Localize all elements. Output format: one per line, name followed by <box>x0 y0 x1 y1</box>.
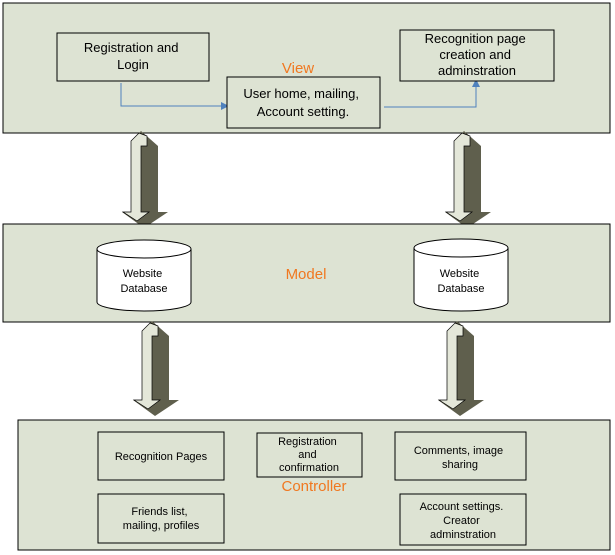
double-arrow-model-controller-left <box>132 321 179 416</box>
double-arrow-model-controller-right <box>437 321 484 416</box>
registration-confirmation-line: confirmation <box>279 462 339 474</box>
user-home-line: Account setting. <box>257 104 350 119</box>
recognition-pages-line: Recognition Pages <box>115 451 208 463</box>
double-arrow-view-model-left <box>121 131 168 228</box>
comments-image-sharing-box: Comments, image sharing <box>394 431 527 481</box>
svg-text:User home, mailing, Ac: User home, mailing, Account setting. <box>243 86 362 119</box>
comments-line: Comments, image <box>414 445 503 457</box>
svg-text:Account settings. Crea: Account settings. Creator adminstration <box>420 501 507 541</box>
svg-text:Recognition Pages: Recognition Pages <box>115 451 208 463</box>
account-settings-line: adminstration <box>430 529 496 541</box>
recognition-pages-box: Recognition Pages <box>97 431 225 481</box>
database-label-line: Database <box>120 283 167 295</box>
user-home-box: User home, mailing, Account setting. <box>226 76 381 129</box>
registration-confirmation-line: Registration <box>278 436 337 448</box>
database-label-line: Website <box>123 268 163 280</box>
registration-confirmation-box: Registration and confirmation <box>256 432 363 478</box>
friends-list-box: Friends list, mailing, profiles <box>97 493 225 544</box>
svg-text:Comments, image sharin: Comments, image sharing <box>414 445 506 471</box>
model-layer-title: Model <box>286 266 327 283</box>
svg-text:Registration and Login: Registration and Login <box>84 40 182 72</box>
recognition-page-line: Recognition page <box>425 31 526 46</box>
registration-login-line: Registration and <box>84 40 179 55</box>
model-layer: Model Website Database Website Database <box>2 223 611 323</box>
svg-text:Website Database: Website Database <box>437 268 484 295</box>
account-settings-line: Creator <box>443 515 480 527</box>
svg-text:Registration and: Registration and confirmation <box>278 436 340 474</box>
double-arrow-view-model-right <box>444 131 491 228</box>
registration-confirmation-line: and <box>298 449 316 461</box>
recognition-page-creation-box: Recognition page creation and adminstrat… <box>399 29 555 82</box>
database-label-line: Website <box>440 268 480 280</box>
comments-line: sharing <box>442 459 478 471</box>
recognition-page-line: adminstration <box>438 63 516 78</box>
controller-layer-title: Controller <box>281 478 346 495</box>
user-home-line: User home, mailing, <box>243 86 359 101</box>
database-label-line: Database <box>437 283 484 295</box>
connector-userhome-to-recognition <box>384 79 480 108</box>
svg-text:Recognition page creat: Recognition page creation and adminstrat… <box>425 31 530 78</box>
website-database-left-cylinder: Website Database <box>96 239 192 312</box>
view-layer: View Registration and Login User home, m… <box>2 2 611 134</box>
friends-list-line: mailing, profiles <box>123 520 200 532</box>
account-settings-box: Account settings. Creator adminstration <box>399 493 527 546</box>
svg-text:Website Database: Website Database <box>120 268 167 295</box>
recognition-page-line: creation and <box>439 47 511 62</box>
account-settings-line: Account settings. <box>420 501 504 513</box>
website-database-right-cylinder: Website Database <box>413 238 509 312</box>
registration-login-line: Login <box>117 57 149 72</box>
controller-layer: Controller Recognition Pages Registratio… <box>17 419 611 551</box>
view-layer-title: View <box>282 60 314 77</box>
friends-list-line: Friends list, <box>131 506 187 518</box>
connector-registration-to-userhome <box>120 83 229 110</box>
registration-login-box: Registration and Login <box>56 32 210 82</box>
svg-text:Friends list, mailing,: Friends list, mailing, profiles <box>123 506 200 532</box>
